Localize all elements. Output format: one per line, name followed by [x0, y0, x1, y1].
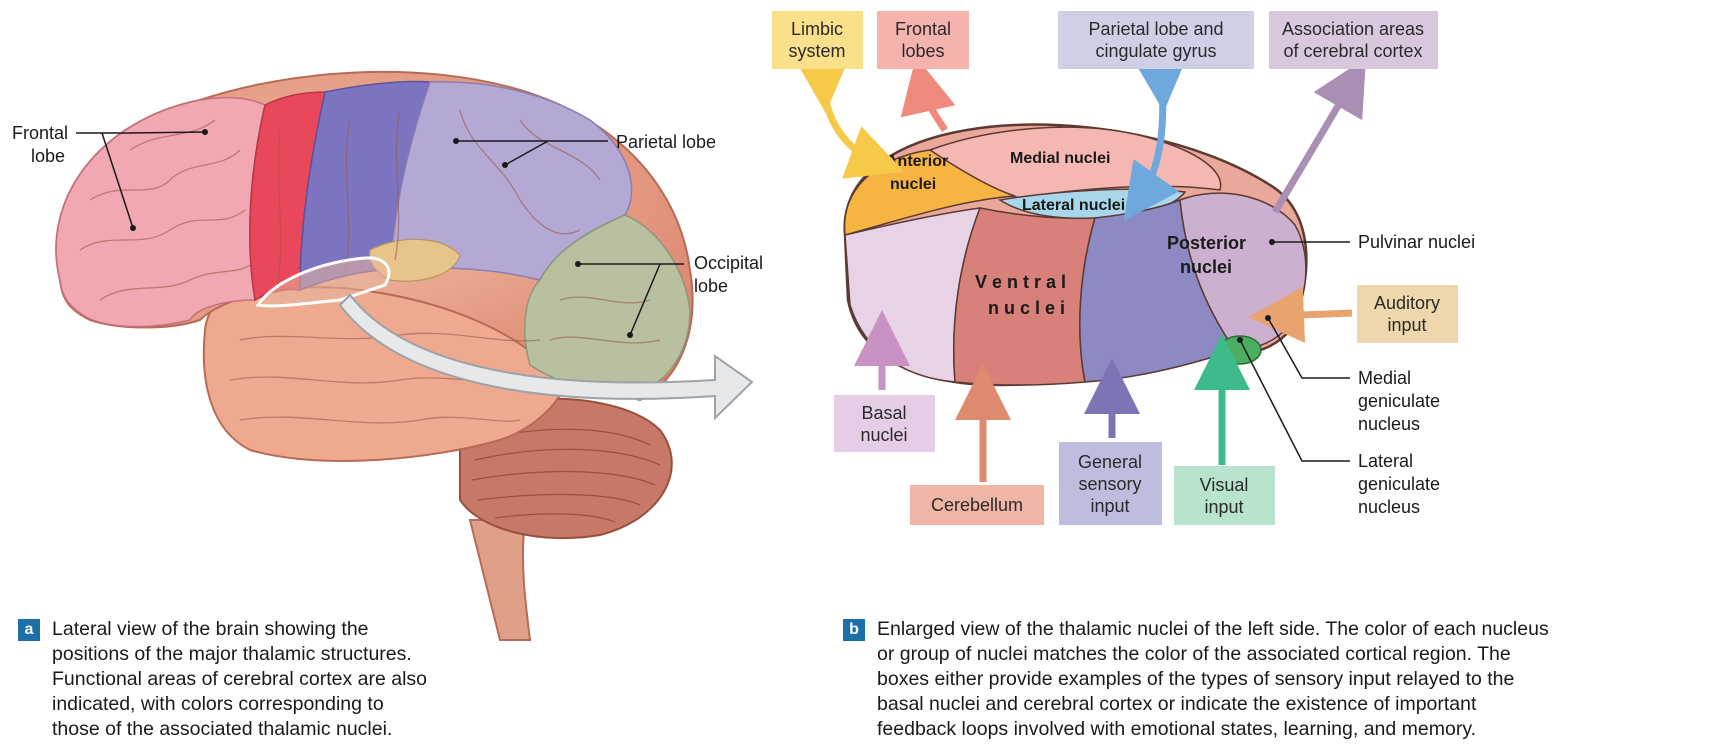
box-parietal-cingulate: Parietal lobe and cingulate gyrus	[1058, 11, 1254, 69]
box-basal-nuclei: Basal nuclei	[834, 395, 935, 452]
svg-text:Auditory: Auditory	[1374, 293, 1440, 313]
posterior-nuclei-label-line2: nuclei	[1180, 257, 1232, 277]
svg-text:sensory: sensory	[1078, 474, 1141, 494]
limbic-pathway-arrow	[824, 85, 878, 162]
svg-text:Basal: Basal	[861, 403, 906, 423]
svg-text:of cerebral cortex: of cerebral cortex	[1283, 41, 1422, 61]
ventral-nuclei-label-line2: n u c l e i	[988, 298, 1065, 318]
svg-text:nucleus: nucleus	[1358, 414, 1420, 434]
svg-text:input: input	[1204, 497, 1243, 517]
lateral-nuclei-label: Lateral nuclei	[1022, 197, 1125, 214]
caption-b-text: Enlarged view of the thalamic nuclei of …	[843, 617, 1713, 742]
box-limbic-system: Limbic system	[772, 11, 863, 69]
svg-text:geniculate: geniculate	[1358, 474, 1440, 494]
ventral-middle-region	[954, 208, 1095, 385]
medial-nuclei-label: Medial nuclei	[1010, 150, 1110, 167]
svg-text:General: General	[1078, 452, 1142, 472]
auditory-pathway-arrow	[1276, 313, 1352, 316]
svg-text:Frontal: Frontal	[895, 19, 951, 39]
svg-text:input: input	[1387, 315, 1426, 335]
svg-text:system: system	[788, 41, 845, 61]
svg-text:Parietal lobe and: Parietal lobe and	[1088, 19, 1223, 39]
svg-text:Visual: Visual	[1200, 475, 1249, 495]
frontal-pathway-arrow	[922, 84, 945, 130]
box-visual-input: Visual input	[1174, 466, 1275, 525]
svg-text:nucleus: nucleus	[1358, 497, 1420, 517]
frontal-lobe-label-line2: lobe	[31, 146, 65, 166]
association-pathway-arrow	[1275, 82, 1352, 212]
caption-a-text: Lateral view of the brain showing the po…	[18, 617, 538, 742]
svg-text:Cerebellum: Cerebellum	[931, 495, 1023, 515]
box-general-sensory: General sensory input	[1059, 442, 1162, 525]
svg-text:Association areas: Association areas	[1282, 19, 1424, 39]
svg-text:Medial: Medial	[1358, 368, 1411, 388]
caption-b-badge: b	[843, 619, 865, 641]
svg-text:input: input	[1090, 496, 1129, 516]
svg-text:geniculate: geniculate	[1358, 391, 1440, 411]
box-frontal-lobes: Frontal lobes	[877, 11, 969, 69]
parietal-lobe-label-text: Parietal lobe	[616, 132, 716, 152]
svg-text:lobes: lobes	[901, 41, 944, 61]
svg-text:Lateral: Lateral	[1358, 451, 1413, 471]
svg-text:Limbic: Limbic	[791, 19, 843, 39]
caption-a: a Lateral view of the brain showing the …	[18, 617, 538, 742]
svg-text:Pulvinar nuclei: Pulvinar nuclei	[1358, 232, 1475, 252]
occipital-lobe-label-line1: Occipital	[694, 253, 763, 273]
box-association-areas: Association areas of cerebral cortex	[1269, 11, 1438, 69]
posterior-nuclei-label-line1: Posterior	[1167, 233, 1246, 253]
box-cerebellum: Cerebellum	[910, 485, 1044, 525]
frontal-lobe-label-line1: Frontal	[12, 123, 68, 143]
caption-b: b Enlarged view of the thalamic nuclei o…	[843, 617, 1713, 742]
box-auditory-input: Auditory input	[1357, 285, 1458, 343]
anterior-nuclei-label-line1: Anterior	[886, 153, 948, 170]
brain-illustration	[56, 72, 752, 640]
caption-a-badge: a	[18, 619, 40, 641]
anterior-nuclei-label-line2: nuclei	[890, 176, 936, 193]
occipital-lobe-label-line2: lobe	[694, 276, 728, 296]
ventral-nuclei-label-line1: V e n t r a l	[975, 272, 1066, 292]
svg-text:cingulate gyrus: cingulate gyrus	[1095, 41, 1216, 61]
svg-text:nuclei: nuclei	[860, 425, 907, 445]
